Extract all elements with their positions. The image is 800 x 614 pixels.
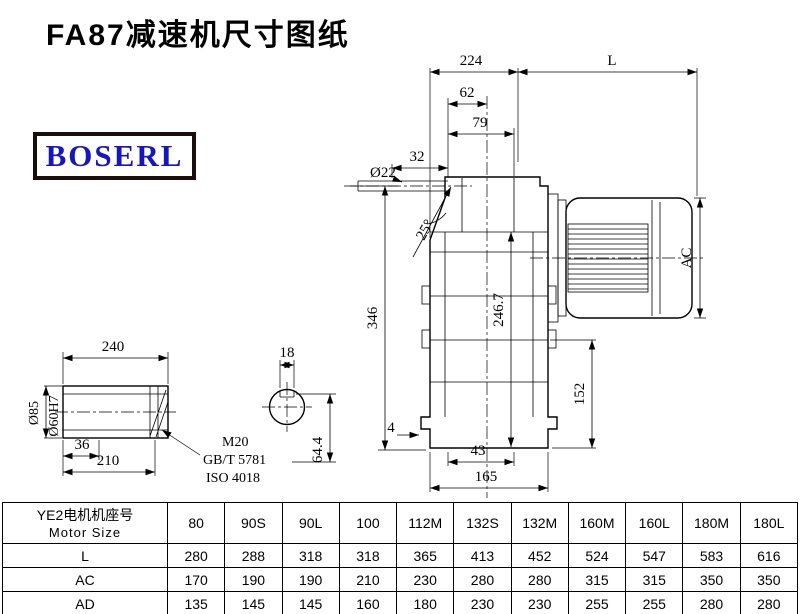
dim-value-cell: 180 [396, 591, 455, 614]
dim-25deg-label: 25° [413, 217, 437, 243]
dim-value-cell: 583 [682, 543, 741, 568]
dim-value-cell: 547 [625, 543, 684, 568]
dim-value-cell: 452 [510, 543, 569, 568]
dim-165-label: 165 [475, 469, 498, 485]
shaft-end-view: 18 64.4 [262, 345, 336, 463]
dim-value-cell: 255 [567, 591, 627, 614]
dim-value-cell: 280 [739, 591, 799, 614]
dim-152-label: 152 [572, 383, 588, 406]
dim-value-cell: 230 [510, 591, 569, 614]
dim-o85-label: Ø85 [27, 401, 42, 425]
size-col-header: 100 [338, 502, 398, 544]
dim-value-cell: 318 [281, 543, 340, 568]
motor [530, 193, 706, 323]
dim-value-cell: 413 [453, 543, 512, 568]
dim-value-cell: 524 [567, 543, 627, 568]
dim-value-cell: 365 [396, 543, 455, 568]
boserl-logo: BOSERL [33, 132, 196, 180]
motor-size-header: YE2电机机座号 Motor Size [2, 502, 168, 544]
size-col-header: 90L [281, 502, 340, 544]
motor-size-table: YE2电机机座号 Motor Size 80 90S 90L 100 112M … [2, 502, 799, 614]
dim-value-cell: 230 [396, 567, 455, 592]
motor-size-header-en: Motor Size [48, 524, 122, 540]
dim-value-cell: 280 [166, 543, 226, 568]
main-dimensions: 224 L 62 79 32 Ø22 25° 346 246.7 A [350, 53, 706, 492]
dim-value-cell: 255 [625, 591, 684, 614]
dim-row-label: AC [2, 567, 168, 592]
dim-4-label: 4 [387, 420, 395, 436]
technical-drawing: 224 L 62 79 32 Ø22 25° 346 246.7 A [27, 53, 706, 498]
dim-L-label: L [607, 53, 616, 69]
dim-value-cell: 350 [682, 567, 741, 592]
dim-value-cell: 315 [625, 567, 684, 592]
dim-value-cell: 170 [166, 567, 226, 592]
dim-o60h7-label: Ø60H7 [47, 395, 62, 436]
logo-text: BOSERL [45, 138, 184, 173]
dim-value-cell: 145 [224, 591, 283, 614]
size-col-header: 160M [567, 502, 627, 544]
size-col-header: 180L [739, 502, 799, 544]
dim-AC-label: AC [679, 248, 695, 269]
dim-value-cell: 288 [224, 543, 283, 568]
dim-346-label: 346 [365, 306, 381, 329]
motor-size-header-cn: YE2电机机座号 [36, 506, 134, 523]
dim-210-label: 210 [97, 453, 120, 469]
table-row-AD: AD 135 145 145 160 180 230 230 255 255 2… [2, 591, 799, 614]
dim-value-cell: 616 [739, 543, 799, 568]
dim-value-cell: 190 [224, 567, 283, 592]
dim-value-cell: 145 [281, 591, 340, 614]
dim-value-cell: 280 [453, 567, 512, 592]
size-col-header: 180M [682, 502, 741, 544]
dim-value-cell: 350 [739, 567, 799, 592]
dim-row-label: AD [2, 591, 168, 614]
dim-224-label: 224 [460, 53, 483, 69]
dim-value-cell: 315 [567, 567, 627, 592]
dim-value-cell: 190 [281, 567, 340, 592]
dim-79-label: 79 [473, 115, 488, 131]
standard-gb-label: GB/T 5781 [203, 453, 266, 468]
shaft-detail-view: 240 Ø85 Ø60H7 36 210 M20 GB/T 5781 ISO 4… [27, 339, 266, 486]
dim-row-label: L [2, 543, 168, 568]
dim-value-cell: 280 [510, 567, 569, 592]
standard-iso-label: ISO 4018 [206, 471, 260, 486]
dim-246-7-label: 246.7 [491, 293, 507, 327]
dim-value-cell: 210 [338, 567, 398, 592]
dim-32-label: 32 [410, 149, 425, 165]
table-row-L: L 280 288 318 318 365 413 452 524 547 58… [2, 543, 799, 568]
page-title: FA87减速机尺寸图纸 [46, 19, 350, 52]
dim-18-label: 18 [280, 345, 295, 361]
dim-64-4-label: 64.4 [310, 436, 326, 463]
thread-label: M20 [222, 435, 248, 450]
dim-62-label: 62 [460, 85, 475, 101]
dim-value-cell: 230 [453, 591, 512, 614]
dim-value-cell: 160 [338, 591, 398, 614]
dim-value-cell: 280 [682, 591, 741, 614]
size-col-header: 112M [396, 502, 455, 544]
table-row-AC: AC 170 190 190 210 230 280 280 315 315 3… [2, 567, 799, 592]
dim-36-label: 36 [75, 437, 91, 453]
size-col-header: 160L [625, 502, 684, 544]
size-col-header: 80 [166, 502, 226, 544]
dim-value-cell: 318 [338, 543, 398, 568]
size-col-header: 132M [510, 502, 569, 544]
size-col-header: 132S [453, 502, 512, 544]
dim-240-label: 240 [102, 339, 125, 355]
dim-43-label: 43 [471, 443, 486, 459]
gearbox-housing [344, 96, 558, 498]
dim-o22-label: Ø22 [370, 165, 396, 181]
size-col-header: 90S [224, 502, 283, 544]
dim-value-cell: 135 [166, 591, 226, 614]
